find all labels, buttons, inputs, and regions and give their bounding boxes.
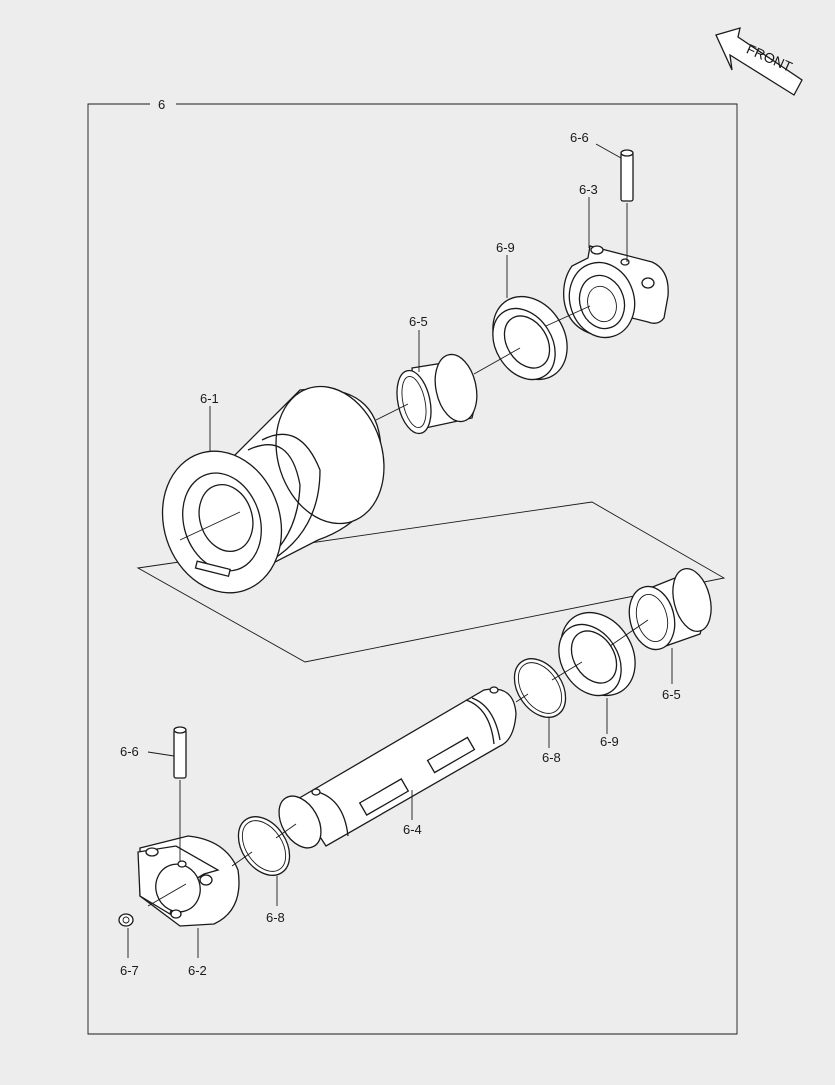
pin-lower <box>173 726 187 779</box>
plug <box>118 913 134 927</box>
front-arrow-icon: FRONT <box>715 27 803 96</box>
label-6-6-lower: 6-6 <box>120 744 139 759</box>
shaft <box>278 686 517 849</box>
collar-upper <box>563 245 669 339</box>
bushing-upper <box>396 353 478 435</box>
pin-upper <box>620 149 634 202</box>
label-6-6-upper: 6-6 <box>570 130 589 145</box>
label-6-8-upper: 6-8 <box>542 750 561 765</box>
label-6-5-upper: 6-5 <box>409 314 428 329</box>
collar-lower <box>137 835 240 927</box>
roller-main <box>161 385 385 594</box>
leader-lines <box>127 143 673 958</box>
label-6-9-lower: 6-9 <box>600 734 619 749</box>
label-6-1: 6-1 <box>200 391 219 406</box>
label-6-3: 6-3 <box>579 182 598 197</box>
bushing-lower <box>628 567 712 651</box>
part-labels: 6-6 6-3 6-9 6-5 6-1 6-5 6-9 6-8 6-4 6-6 … <box>120 130 681 978</box>
group-frame: 6 <box>87 97 738 1035</box>
label-6-2: 6-2 <box>188 963 207 978</box>
assembly-lines <box>147 203 649 907</box>
label-6-4: 6-4 <box>403 822 422 837</box>
oring-upper <box>513 658 567 718</box>
group-label: 6 <box>158 97 165 112</box>
label-6-9-upper: 6-9 <box>496 240 515 255</box>
sub-assembly-outline <box>136 501 726 663</box>
seal-lower <box>558 611 636 697</box>
label-6-5-lower: 6-5 <box>662 687 681 702</box>
label-6-8-lower: 6-8 <box>266 910 285 925</box>
seal-upper <box>492 295 568 381</box>
label-6-7: 6-7 <box>120 963 139 978</box>
